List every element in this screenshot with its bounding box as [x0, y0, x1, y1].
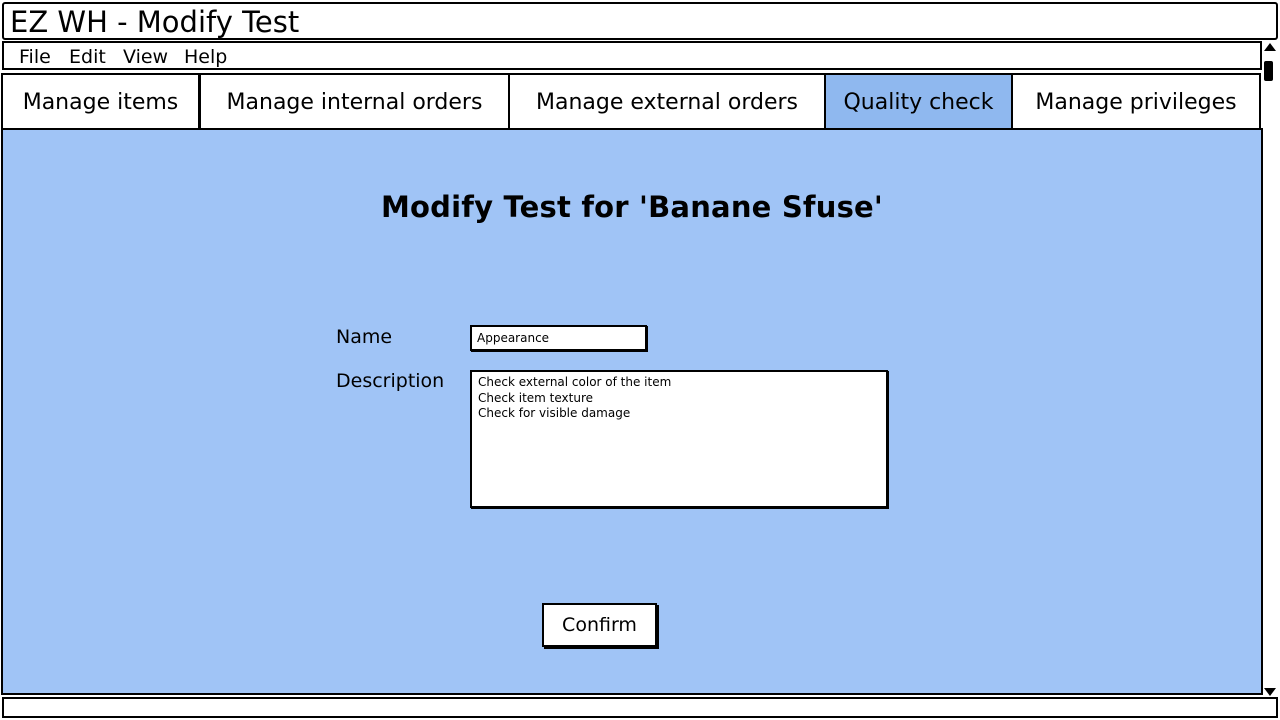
- description-field[interactable]: Check external color of the item Check i…: [470, 370, 888, 508]
- vertical-scrollbar[interactable]: [1263, 41, 1277, 698]
- window-title: EZ WH - Modify Test: [10, 5, 300, 39]
- menu-file[interactable]: File: [19, 46, 51, 68]
- scroll-up-icon[interactable]: [1264, 43, 1276, 51]
- content-panel: Modify Test for 'Banane Sfuse' Name Desc…: [1, 128, 1263, 695]
- name-label: Name: [336, 326, 393, 348]
- menu-bar: File Edit View Help: [2, 41, 1262, 70]
- tab-quality-check[interactable]: Quality check: [824, 73, 1013, 130]
- status-bar: [2, 697, 1278, 718]
- page-title: Modify Test for 'Banane Sfuse': [381, 190, 883, 224]
- tab-manage-internal-orders[interactable]: Manage internal orders: [199, 73, 510, 130]
- title-bar: EZ WH - Modify Test: [2, 2, 1278, 40]
- menu-edit[interactable]: Edit: [69, 46, 106, 68]
- tab-manage-external-orders[interactable]: Manage external orders: [508, 73, 826, 130]
- scroll-thumb[interactable]: [1264, 61, 1273, 81]
- tab-manage-privileges[interactable]: Manage privileges: [1011, 73, 1261, 130]
- description-label: Description: [336, 370, 445, 392]
- menu-help[interactable]: Help: [184, 46, 228, 68]
- name-field[interactable]: [470, 325, 647, 351]
- tab-manage-items[interactable]: Manage items: [1, 73, 200, 130]
- menu-view[interactable]: View: [123, 46, 169, 68]
- scroll-down-icon[interactable]: [1264, 688, 1276, 696]
- confirm-button[interactable]: Confirm: [542, 603, 657, 647]
